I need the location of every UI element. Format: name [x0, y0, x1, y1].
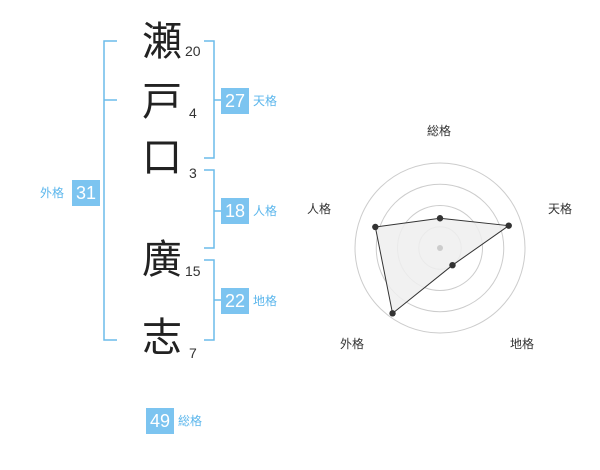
radar-ring	[354, 162, 526, 334]
radar-polygon	[374, 217, 511, 315]
jinkaku-label: 人格	[253, 204, 278, 218]
soukaku-badge: 49	[146, 408, 174, 434]
gaikaku-badge: 31	[72, 180, 100, 206]
tenkaku-label: 天格	[253, 94, 278, 108]
radar-ring	[375, 183, 505, 313]
radar-points	[372, 215, 512, 317]
radar-point-2	[505, 222, 512, 229]
name-char-4: 廣	[142, 237, 182, 283]
stroke-count-2: 4	[189, 105, 197, 121]
stroke-count-1: 20	[185, 43, 201, 59]
radar-point-4	[389, 310, 396, 317]
radar-label-soukaku: 総格	[427, 124, 452, 138]
name-char-5: 志	[142, 315, 182, 361]
name-char-3: 口	[142, 135, 182, 181]
name-char-1: 瀬	[142, 19, 182, 65]
radar-label-chikaku: 地格	[510, 337, 535, 351]
stroke-count-3: 3	[189, 165, 197, 181]
radar-label-jinkaku: 人格	[307, 202, 332, 216]
name-char-2: 戸	[142, 79, 182, 125]
soukaku-label: 総格	[178, 414, 203, 428]
chikaku-badge: 22	[221, 288, 249, 314]
stroke-count-5: 7	[189, 345, 197, 361]
tenkaku-badge: 27	[221, 88, 249, 114]
radar-center-dot	[437, 245, 443, 251]
jinkaku-bracket	[204, 169, 215, 249]
gaikaku-bracket	[103, 40, 117, 341]
stroke-count-4: 15	[185, 263, 201, 279]
radar-point-5	[372, 223, 379, 231]
jinkaku-badge: 18	[221, 198, 249, 224]
radar-point-1	[436, 215, 444, 222]
gaikaku-label: 外格	[40, 186, 65, 200]
chikaku-label: 地格	[253, 294, 278, 308]
radar-point-3	[449, 261, 456, 269]
radar-label-tenkaku: 天格	[548, 202, 573, 216]
radar-label-gaikaku: 外格	[340, 337, 365, 351]
